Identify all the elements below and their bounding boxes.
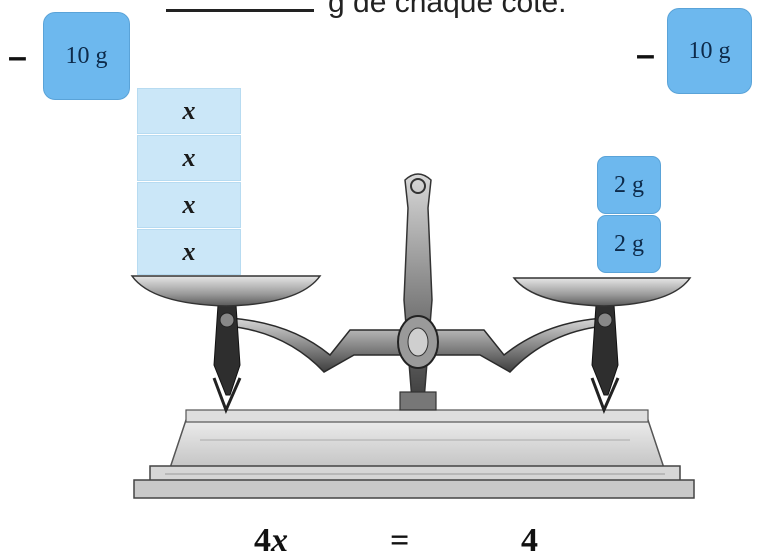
equation-left: 4x bbox=[254, 522, 288, 559]
scale-base bbox=[133, 409, 695, 499]
x-block[interactable]: x bbox=[137, 135, 241, 181]
left-subtract-weight[interactable]: 10 g bbox=[43, 12, 130, 100]
right-pan bbox=[512, 277, 692, 307]
left-pan-support bbox=[212, 304, 242, 414]
equation-right: 4 bbox=[521, 522, 538, 559]
left-pan bbox=[130, 275, 322, 307]
right-weight-2g[interactable]: 2 g bbox=[597, 156, 661, 214]
right-subtract-weight[interactable]: 10 g bbox=[667, 8, 752, 94]
instruction-text: g de chaque côté. bbox=[166, 0, 567, 20]
x-block[interactable]: x bbox=[137, 229, 241, 275]
x-block[interactable]: x bbox=[137, 182, 241, 228]
right-weight-2g[interactable]: 2 g bbox=[597, 215, 661, 273]
right-minus-sign: – bbox=[636, 36, 655, 74]
answer-blank[interactable] bbox=[166, 9, 314, 12]
equation-operator: = bbox=[390, 522, 410, 559]
x-block[interactable]: x bbox=[137, 88, 241, 134]
left-minus-sign: – bbox=[8, 38, 27, 76]
scale-pillar bbox=[399, 173, 437, 411]
scale-beam bbox=[227, 315, 605, 373]
instruction-label: g de chaque côté. bbox=[328, 0, 567, 19]
right-pan-support bbox=[590, 304, 620, 414]
